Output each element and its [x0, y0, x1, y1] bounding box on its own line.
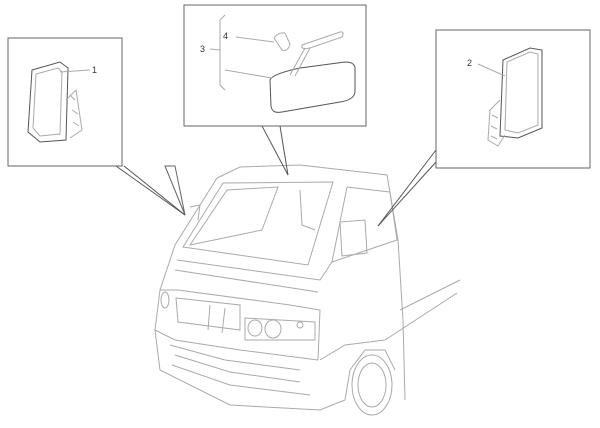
callout-label-3: 3 [200, 44, 205, 54]
callout-right-mirror: 2 [377, 29, 591, 227]
callout-label-1: 1 [92, 65, 97, 75]
truck-outline [154, 164, 461, 416]
callout-interior-mirror: 4 3 [183, 4, 367, 176]
callout-label-2: 2 [467, 58, 472, 68]
callout-label-4: 4 [223, 31, 228, 41]
callout-left-mirror: 1 [7, 37, 186, 216]
